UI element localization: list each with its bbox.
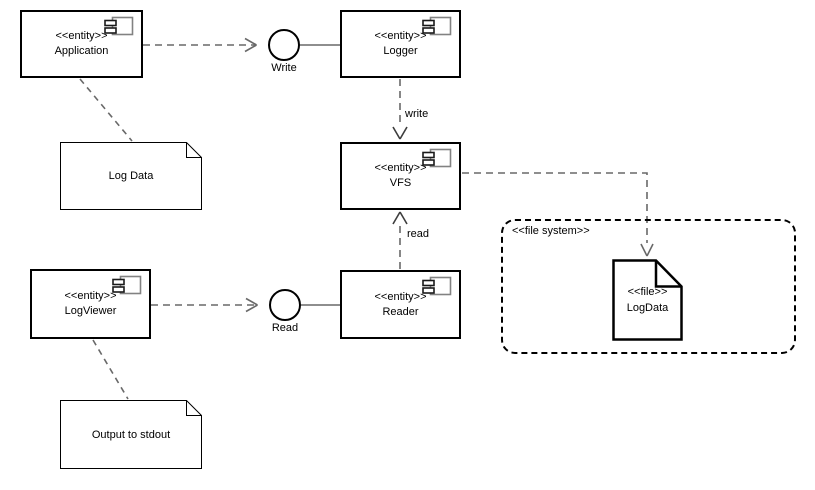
component-stereotype: <<entity>> <box>374 162 427 175</box>
component-stereotype: <<entity>> <box>374 290 427 303</box>
file-fold-icon <box>612 259 683 341</box>
file-node-logdata[interactable]: <<file>> LogData <box>612 259 683 341</box>
component-application[interactable]: <<entity>> Application <box>20 10 143 78</box>
component-name: Logger <box>383 45 418 57</box>
package-stereotype: <<file system>> <box>512 225 590 237</box>
interface-label-write: Write <box>271 62 297 74</box>
note-text: Output to stdout <box>91 428 171 441</box>
component-reader[interactable]: <<entity>> Reader <box>340 270 461 339</box>
component-logviewer[interactable]: <<entity>> LogViewer <box>30 269 151 339</box>
component-stereotype: <<entity>> <box>374 30 427 43</box>
edge-reader-to-vfs[interactable] <box>392 211 408 269</box>
note-fold-icon <box>60 142 202 210</box>
edge-label-write: write <box>404 108 430 120</box>
component-icon <box>104 16 134 36</box>
component-name: VFS <box>389 177 412 189</box>
note-fold-icon <box>60 400 202 469</box>
component-stereotype: <<entity>> <box>64 290 117 303</box>
component-name: Application <box>54 45 109 57</box>
note-output-stdout[interactable]: Output to stdout <box>60 400 202 469</box>
package-file-system[interactable]: <<file system>> <box>501 219 796 354</box>
note-text: Log Data <box>108 170 154 182</box>
component-vfs[interactable]: <<entity>> VFS <box>340 142 461 210</box>
component-icon <box>422 148 452 168</box>
file-node-text: <<file>> LogData <box>612 259 683 341</box>
component-name: LogViewer <box>64 305 117 317</box>
interface-ball-read[interactable] <box>269 289 301 321</box>
edge-logviewer-to-read[interactable] <box>151 297 258 313</box>
interface-ball-write[interactable] <box>268 29 300 61</box>
component-icon <box>112 275 142 295</box>
edge-application-to-write[interactable] <box>143 37 257 53</box>
component-stereotype: <<entity>> <box>55 30 108 43</box>
component-icon <box>422 16 452 36</box>
note-log-data[interactable]: Log Data <box>60 142 202 210</box>
interface-label-read: Read <box>271 322 299 334</box>
edge-application-to-note[interactable] <box>79 78 133 142</box>
component-logger[interactable]: <<entity>> Logger <box>340 10 461 78</box>
component-icon <box>422 276 452 296</box>
component-name: Reader <box>382 305 419 318</box>
edge-label-read: read <box>406 228 431 240</box>
edge-logger-to-vfs[interactable] <box>392 79 408 140</box>
edge-logviewer-to-note[interactable] <box>92 339 129 400</box>
file-stereotype: <<file>> <box>627 285 668 298</box>
file-name: LogData <box>626 302 669 314</box>
